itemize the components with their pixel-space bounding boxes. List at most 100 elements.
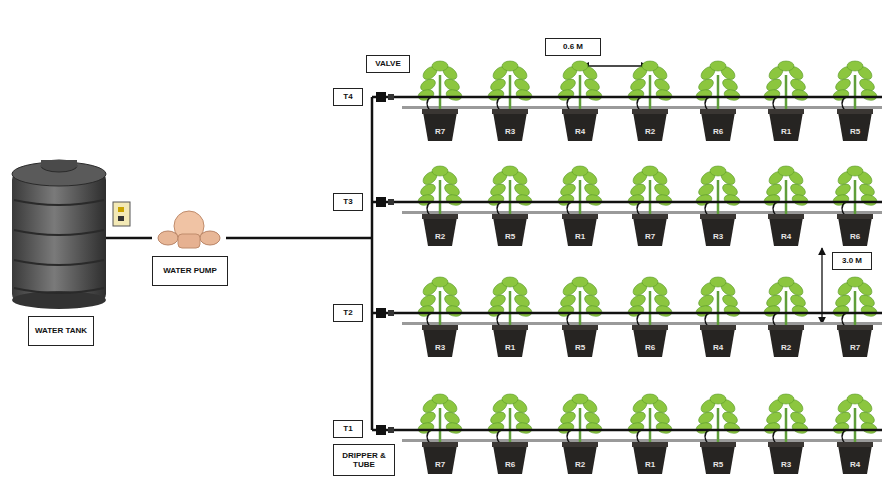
pot-code: R1 — [575, 232, 585, 241]
pot-code: R2 — [645, 127, 655, 136]
pot-code: R3 — [505, 127, 515, 136]
plant — [627, 277, 673, 327]
water-pump — [158, 211, 220, 248]
pot-shape — [632, 109, 668, 141]
pot-shape — [562, 325, 598, 357]
plant — [832, 277, 878, 327]
pot-code: R4 — [850, 460, 860, 469]
valve-symbol — [376, 197, 386, 207]
pot-code: R6 — [505, 460, 515, 469]
pot-shape — [422, 325, 458, 357]
dripper-label: DRIPPER & TUBE — [333, 444, 395, 476]
plant-row — [372, 61, 882, 111]
pot-shape — [562, 109, 598, 141]
row-label: T2 — [333, 304, 363, 322]
plant — [763, 61, 809, 111]
pot-shape — [492, 109, 528, 141]
valve-symbol — [376, 425, 386, 435]
pot-code: R5 — [850, 127, 860, 136]
plant-row — [372, 394, 882, 444]
pot-shape — [700, 109, 736, 141]
plant — [627, 394, 673, 444]
label-text: DRIPPER & TUBE — [337, 451, 391, 469]
plant — [832, 166, 878, 216]
pot-shape — [768, 109, 804, 141]
plant-pot: R6 — [492, 442, 528, 474]
plant-pot: R5 — [492, 214, 528, 246]
pot-shape — [700, 214, 736, 246]
dimension-label: 0.6 M — [545, 38, 601, 56]
plant-pot: R5 — [562, 325, 598, 357]
plant — [695, 277, 741, 327]
plant-pot: R4 — [768, 214, 804, 246]
plant-pot: R1 — [632, 442, 668, 474]
switch-knob — [118, 207, 124, 212]
plant — [417, 277, 463, 327]
bench-line — [402, 106, 882, 109]
valve-symbol — [388, 94, 394, 100]
label-text: 0.6 M — [563, 42, 583, 51]
plant — [487, 61, 533, 111]
pot-code: R4 — [781, 232, 791, 241]
plant — [487, 166, 533, 216]
pipe — [106, 237, 152, 240]
plant-pot: R2 — [422, 214, 458, 246]
plant-pot: R1 — [492, 325, 528, 357]
pot-shape — [492, 442, 528, 474]
pot-code: R3 — [713, 232, 723, 241]
bench-line — [402, 211, 882, 214]
main-pipe — [371, 97, 374, 430]
pot-code: R7 — [435, 460, 445, 469]
label-text: T1 — [343, 424, 352, 433]
plant — [487, 394, 533, 444]
plant-pot: R4 — [837, 442, 873, 474]
plant-pot: R1 — [562, 214, 598, 246]
plant-pot: R1 — [768, 109, 804, 141]
plant-row — [372, 166, 882, 216]
pot-shape — [492, 214, 528, 246]
plant-pot: R6 — [837, 214, 873, 246]
pot-shape — [768, 325, 804, 357]
plant — [832, 394, 878, 444]
tank-label: WATER TANK — [28, 316, 94, 346]
plant-pot: R4 — [562, 109, 598, 141]
pot-shape — [632, 442, 668, 474]
pot-code: R7 — [645, 232, 655, 241]
plant — [763, 166, 809, 216]
plant-pot: R5 — [837, 109, 873, 141]
plant — [695, 61, 741, 111]
pump-label: WATER PUMP — [152, 256, 228, 286]
pot-code: R7 — [435, 127, 445, 136]
pot-code: R1 — [645, 460, 655, 469]
plant-pot: R7 — [422, 109, 458, 141]
pot-shape — [837, 109, 873, 141]
pot-shape — [422, 214, 458, 246]
pot-code: R1 — [781, 127, 791, 136]
pot-shape — [562, 442, 598, 474]
label-text: T4 — [343, 92, 352, 101]
label-text: WATER TANK — [35, 326, 87, 335]
pot-shape — [768, 214, 804, 246]
plant — [557, 61, 603, 111]
pot-shape — [700, 325, 736, 357]
plant-pot: R2 — [562, 442, 598, 474]
valve-symbol — [388, 199, 394, 205]
label-text: WATER PUMP — [163, 266, 217, 275]
pot-code: R2 — [435, 232, 445, 241]
plant — [832, 61, 878, 111]
plant — [417, 394, 463, 444]
pot-code: R1 — [505, 343, 515, 352]
plant-pot: R3 — [768, 442, 804, 474]
plant-pot: R2 — [768, 325, 804, 357]
dimension-label: 3.0 M — [832, 252, 872, 270]
row-label: T1 — [333, 420, 363, 438]
pipe — [226, 237, 372, 240]
plant — [695, 394, 741, 444]
pot-code: R7 — [850, 343, 860, 352]
dimension-arrow — [582, 65, 648, 66]
plant — [763, 277, 809, 327]
bench-line — [402, 322, 882, 325]
valve-label: VALVE — [366, 55, 410, 73]
plant-pot: R6 — [700, 109, 736, 141]
pot-shape — [562, 214, 598, 246]
